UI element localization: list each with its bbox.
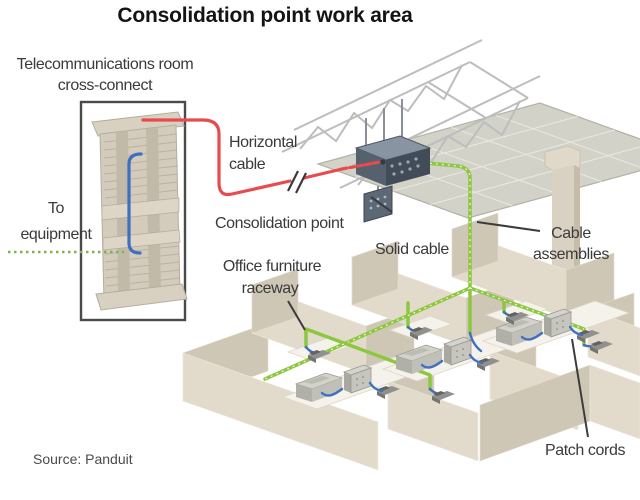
telecom-room-outline [79,100,187,322]
cross-connect-rack [91,111,188,311]
box-front [356,148,386,186]
box-ports [390,157,420,176]
equipment-riser-cable-blue [127,152,143,255]
cubicle-wall [589,364,640,440]
cubicle-wall [587,308,640,377]
rack-top-flange [91,111,185,137]
horizontal-cable-label-line2: cable [229,156,266,173]
cable-assemblies-pointer [476,221,541,232]
rack-block-lower [102,229,181,251]
horizontal-cable-dashed-end [340,160,382,171]
cable-assemblies-label-line1: Cable [551,225,591,242]
diagram-title: Consolidation point work area [117,4,413,27]
desk-shelf [484,300,550,324]
cable-termination-dot [380,159,386,165]
cable-break-symbol [287,170,307,194]
telecom-room-label-line1: Telecommunications room [17,56,194,73]
office-raceway-label-line1: Office furniture [223,258,322,275]
to-equipment-label-line1: To [48,200,65,217]
cubicle-wall [351,240,399,306]
to-equipment-label-line2: equipment [20,226,92,243]
source-credit: Source: Panduit [33,451,133,467]
consolidation-point-box [354,135,432,223]
horizontal-cable-label-line1: Horizontal [229,134,297,151]
consolidation-point-label: Consolidation point [215,215,344,232]
patch-cords-label: Patch cords [545,442,625,459]
raceway-dashes [469,287,585,330]
solid-cable-label: Solid cable [375,241,449,258]
cubicle-wall [387,380,479,462]
solid-cable-and-raceway [263,159,586,391]
raceway-dashes [264,287,471,380]
rack-block-upper [101,197,180,221]
cp-patch-panel [363,185,393,223]
panel-ports [369,195,387,210]
cable-assemblies-label-line2: assemblies [533,246,609,263]
horizontal-cable-run [302,167,344,180]
patch-cords-pointer [571,338,589,438]
horizontal-cable-run [141,118,292,197]
hanger-rods [365,99,403,148]
office-raceway-label-line2: raceway [242,280,299,297]
box-side [386,148,430,186]
raceway-pointer [287,300,306,331]
rack-bottom-flange [95,283,188,311]
raceway-phones [304,310,613,404]
raceway-cross-run [304,327,432,391]
telecom-room-label-line2: cross-connect [58,77,153,94]
desk-shelf [388,315,454,339]
patch-cord [468,331,483,353]
pointer-lines [287,196,589,438]
solid-cable-green [404,159,472,290]
horizontal-cable-red [141,118,386,197]
cubicle-wall [451,212,499,278]
consolidation-point-pointer [370,196,393,213]
